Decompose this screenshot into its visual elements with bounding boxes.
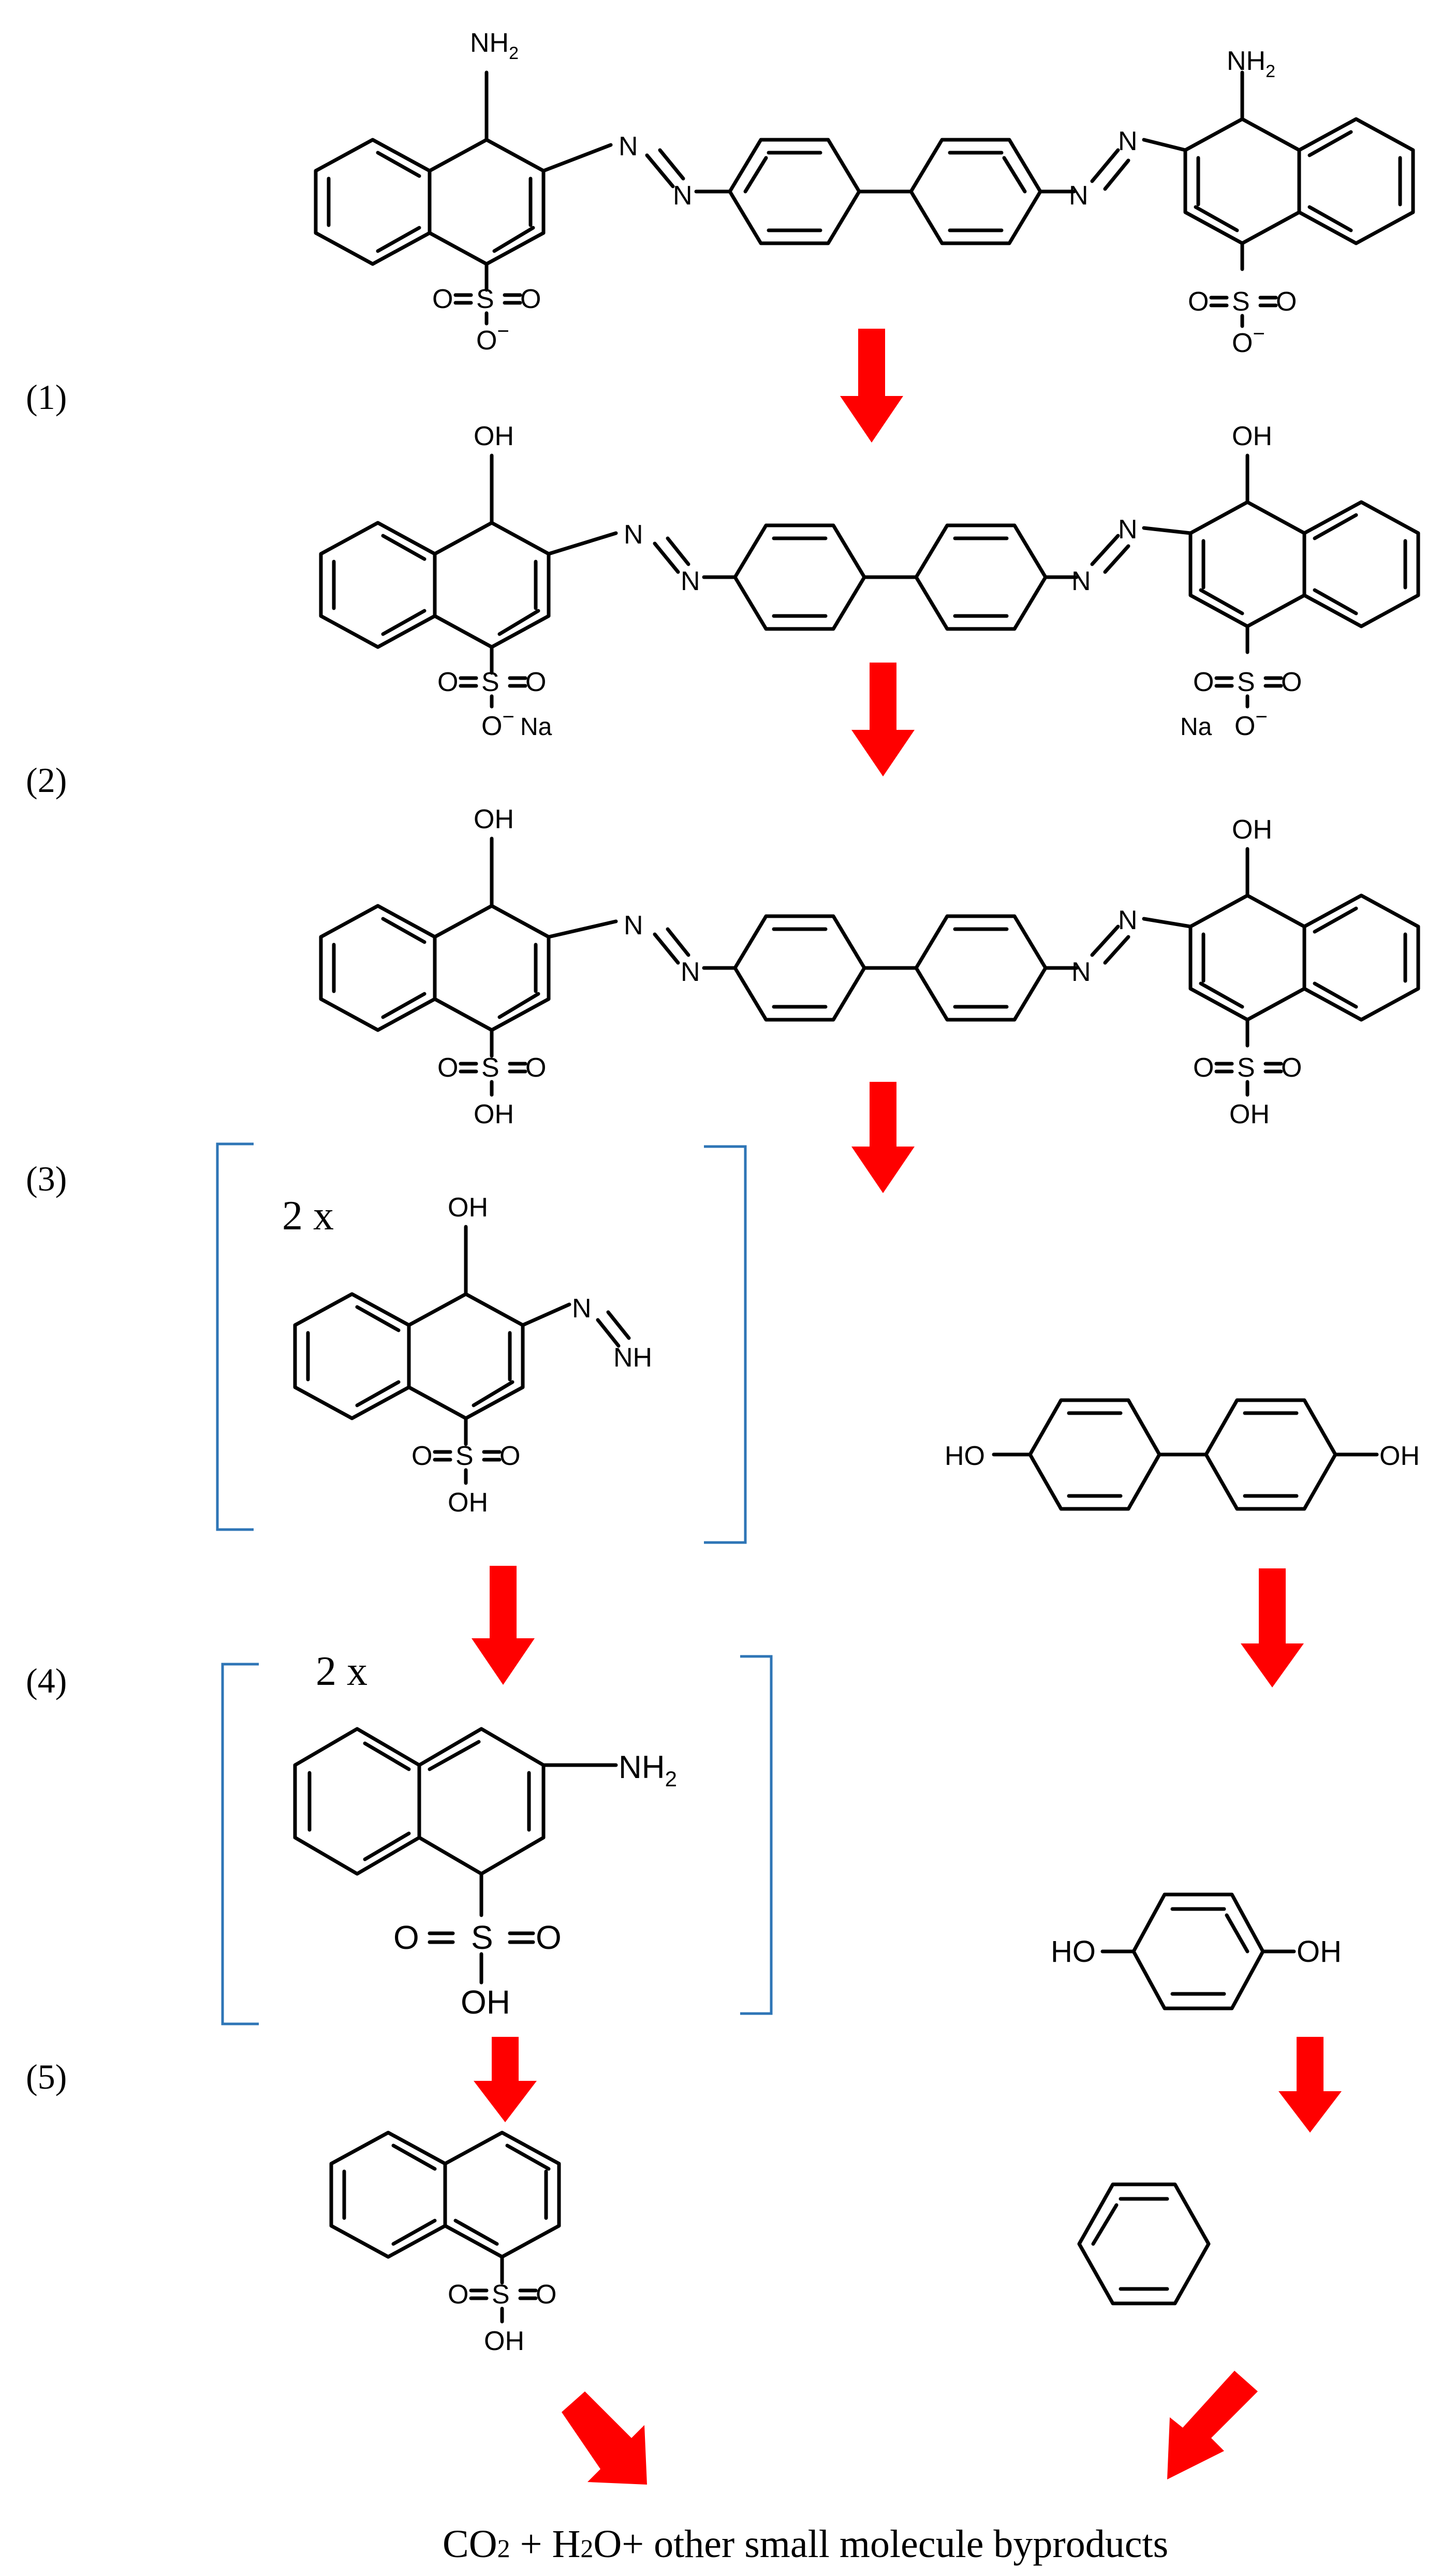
atom-label-n: N (1071, 957, 1091, 987)
atom-label-s: S (492, 2280, 510, 2310)
atom-label-o: O (1193, 667, 1214, 697)
atom-label-oh: OH (1232, 421, 1272, 451)
atom-label-oh: OH (1379, 1441, 1420, 1471)
atom-label-n: N (624, 910, 643, 941)
atom-label-o: O (432, 284, 453, 314)
molecule-hydroxy-sodium-salt: OH OH N N N N O S O O− Na O S O Na O− (319, 421, 1420, 741)
atom-label-nh: NH (613, 1343, 652, 1373)
atom-label-n1: N (619, 131, 638, 161)
atom-label-o: O (393, 1919, 419, 1956)
atom-label-oh: OH (474, 421, 514, 451)
atom-label-s: S (1237, 1053, 1255, 1083)
atom-label-n4: N (1118, 126, 1138, 156)
atom-label-n: N (1118, 905, 1138, 935)
left-bracket (216, 1142, 254, 1531)
atom-label-s: S (476, 284, 494, 314)
atom-label-oh: OH (448, 1488, 488, 1518)
molecule-hydroxy-sulfonic-acid: OH OH N N N N O S O OH O S O OH (319, 804, 1420, 1129)
down-arrow-2 (851, 663, 915, 776)
atom-label-oh: OH (1297, 1935, 1342, 1969)
atom-label-n: N (1071, 566, 1091, 596)
right-bracket (704, 1145, 747, 1544)
down-arrow-1 (840, 329, 903, 443)
atom-label-o: O (1281, 667, 1302, 697)
step-label-2: (2) (26, 760, 67, 800)
atom-label-o: O (525, 667, 546, 697)
atom-label-ho: HO (1051, 1935, 1096, 1969)
atom-label-nh2-right: NH2 (1227, 46, 1275, 81)
down-arrow-3 (851, 1082, 915, 1193)
atom-label-o: O (499, 1441, 520, 1471)
diagonal-arrow-left (562, 2391, 647, 2485)
atom-label-s: S (1232, 287, 1250, 317)
down-arrow-5-left (474, 2037, 537, 2122)
atom-label-oh: OH (484, 2326, 524, 2356)
molecule-biphenyl-diol: HO OH (945, 1398, 1420, 1511)
atom-label-o: O (536, 2280, 556, 2310)
atom-label-n2: N (673, 181, 693, 211)
atom-label-s: S (471, 1919, 493, 1956)
down-arrow-5-right (1278, 2037, 1342, 2133)
atom-label-s: S (481, 1053, 499, 1083)
atom-label-o: O (1193, 1053, 1214, 1083)
down-arrow-4-right (1241, 1568, 1304, 1687)
atom-label-oh: OH (474, 1099, 514, 1129)
molecule-benzene (1077, 2182, 1211, 2305)
atom-label-ho: HO (945, 1441, 985, 1471)
atom-label-s: S (1237, 667, 1255, 697)
final-products-label: CO2 + H2O+ other small molecule byproduc… (443, 2522, 1168, 2566)
atom-label-o: O (437, 667, 458, 697)
atom-label-o: O (525, 1053, 546, 1083)
left-bracket (221, 1663, 259, 2025)
reaction-arrows (472, 329, 1342, 2485)
diagonal-arrow-right (1167, 2371, 1258, 2479)
atom-label-oh: OH (1232, 815, 1272, 845)
step-label-5: (5) (26, 2057, 67, 2096)
atom-label-n: N (572, 1294, 592, 1324)
atom-label-o-minus: O− (476, 320, 509, 356)
molecule-congo-red-anion: NH2 NH2 N N N N O S O O− O S O O− (314, 28, 1415, 358)
multiplier-label: 2 x (316, 1649, 367, 1694)
atom-label-oh: OH (474, 804, 514, 834)
bracket-group-step-3: 2 x OH N NH O S O OH (216, 1142, 747, 1544)
atom-label-oh: OH (461, 1984, 510, 2021)
atom-label-oh: OH (1229, 1099, 1270, 1129)
atom-label-n: N (624, 520, 643, 550)
atom-label-n: N (681, 957, 700, 987)
atom-label-nh2-left: NH2 (470, 28, 519, 63)
atom-label-o: O (1281, 1053, 1302, 1083)
molecule-naphthalene-sulfonic-acid: O S O OH (329, 2131, 561, 2356)
right-bracket (740, 1655, 773, 2015)
molecule-hydroquinone: HO OH (1051, 1892, 1342, 2010)
atom-label-n: N (1118, 515, 1138, 545)
atom-label-na: Na (1180, 713, 1212, 741)
bracket-group-step-4: 2 x NH2 O S O OH (221, 1649, 773, 2025)
atom-label-o: O (437, 1053, 458, 1083)
atom-label-o: O (411, 1441, 432, 1471)
step-labels: (1) (2) (3) (4) (5) (26, 377, 67, 2096)
atom-label-o: O (1276, 287, 1297, 317)
down-arrow-4-left (472, 1566, 535, 1685)
atom-label-o: O (520, 284, 541, 314)
step-label-1: (1) (26, 377, 67, 417)
atom-label-o: O (536, 1919, 562, 1956)
atom-label-o-minus: O− (481, 706, 514, 741)
step-label-3: (3) (26, 1159, 67, 1198)
atom-label-s: S (481, 667, 499, 697)
atom-label-n: N (681, 566, 700, 596)
atom-label-n3: N (1069, 181, 1089, 211)
atom-label-o: O (1188, 287, 1209, 317)
atom-label-oh: OH (448, 1193, 488, 1223)
atom-label-nh2: NH2 (619, 1750, 677, 1791)
atom-label-o: O (448, 2280, 468, 2310)
atom-label-s: S (455, 1441, 474, 1471)
multiplier-label: 2 x (282, 1193, 334, 1239)
atom-label-o-minus: O− (1234, 706, 1268, 741)
atom-label-o-minus: O− (1232, 322, 1265, 358)
step-label-4: (4) (26, 1661, 67, 1700)
atom-label-na: Na (520, 713, 552, 741)
